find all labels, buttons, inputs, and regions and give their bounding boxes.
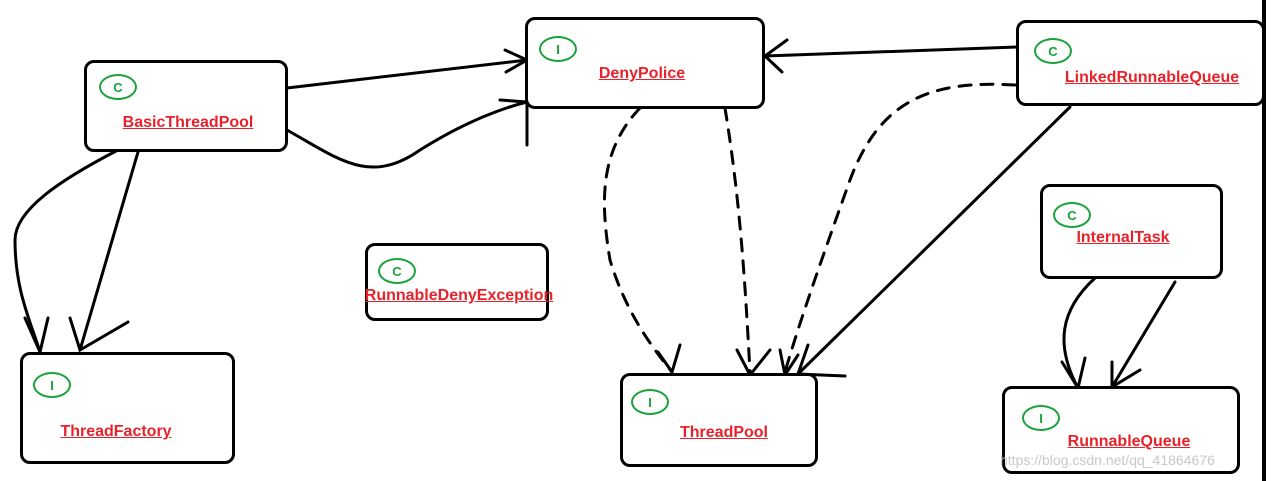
node-label: RunnableDenyException bbox=[364, 287, 554, 304]
node-label: DenyPolice bbox=[598, 65, 686, 82]
edge-linkedrunnablequeue-threadpool-solid bbox=[796, 105, 1072, 376]
arrowhead bbox=[656, 343, 682, 376]
edge-linkedrunnablequeue-denypolice bbox=[763, 45, 1020, 58]
arrowhead bbox=[1060, 356, 1087, 392]
edge-denypolice-threadpool-dashed-right bbox=[723, 106, 752, 374]
node-internaltask: C InternalTask bbox=[1040, 184, 1223, 279]
watermark: https://blog.csdn.net/qq_41864676 bbox=[1000, 452, 1215, 468]
arrowhead bbox=[735, 348, 772, 378]
edge-basicthreadpool-denypolice-lower bbox=[285, 100, 529, 169]
node-label: InternalTask bbox=[1076, 229, 1170, 246]
interface-badge: I bbox=[1022, 405, 1060, 431]
right-edge-bar bbox=[1262, 0, 1266, 481]
edge-internaltask-runnablequeue-left bbox=[1062, 276, 1097, 390]
node-linkedrunnablequeue: C LinkedRunnableQueue bbox=[1016, 20, 1265, 106]
node-label: ThreadFactory bbox=[60, 423, 172, 440]
class-badge: C bbox=[99, 74, 137, 100]
node-runnablequeue: I RunnableQueue bbox=[1002, 386, 1240, 474]
node-denypolice: I DenyPolice bbox=[525, 17, 765, 109]
node-label: BasicThreadPool bbox=[122, 114, 254, 131]
class-badge: C bbox=[1053, 202, 1091, 228]
edge-linkedrunnablequeue-threadpool-dashed bbox=[783, 82, 1017, 374]
edge-denypolice-threadpool-dashed-left bbox=[602, 106, 674, 374]
edge-basicthreadpool-threadfactory-left bbox=[13, 148, 120, 354]
edge-basicthreadpool-threadfactory-right bbox=[78, 150, 140, 352]
node-label: ThreadPool bbox=[679, 424, 769, 441]
interface-badge: I bbox=[631, 389, 669, 415]
arrowhead bbox=[762, 38, 789, 74]
node-threadpool: I ThreadPool bbox=[620, 373, 818, 467]
interface-badge: I bbox=[539, 36, 577, 62]
node-label: RunnableQueue bbox=[1067, 433, 1191, 450]
edge-basicthreadpool-denypolice-upper bbox=[285, 58, 529, 90]
node-threadfactory: I ThreadFactory bbox=[20, 352, 235, 464]
arrowhead bbox=[68, 316, 130, 353]
arrowhead bbox=[23, 316, 50, 357]
interface-badge: I bbox=[33, 372, 71, 398]
arrowhead bbox=[498, 98, 529, 104]
node-runnabledenyexception: C RunnableDenyException bbox=[365, 243, 553, 321]
node-label: LinkedRunnableQueue bbox=[1064, 69, 1240, 86]
node-basicthreadpool: C BasicThreadPool bbox=[84, 60, 288, 152]
arrowhead bbox=[796, 343, 810, 376]
class-badge: C bbox=[378, 258, 416, 284]
edge-internaltask-runnablequeue-right bbox=[1110, 280, 1177, 389]
class-badge: C bbox=[1034, 38, 1072, 64]
arrowhead bbox=[1110, 368, 1142, 389]
